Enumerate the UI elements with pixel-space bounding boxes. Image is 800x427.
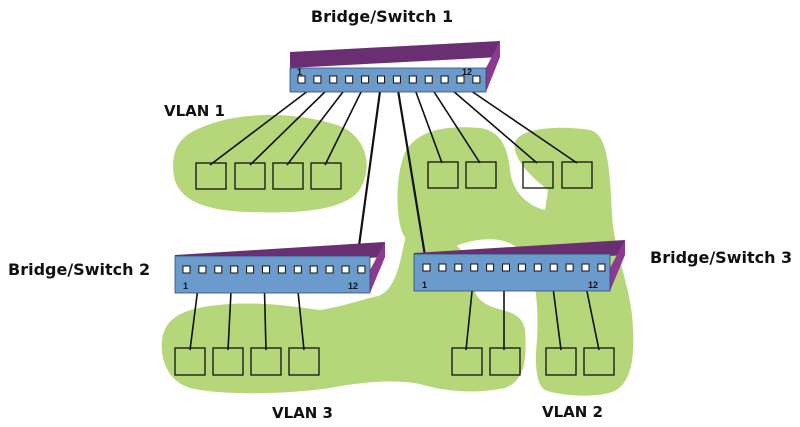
- switch1-port-2: [313, 75, 322, 84]
- switch2-front: [174, 255, 371, 294]
- switch2-port-4: [230, 265, 239, 274]
- host-vlan2-s3-1: [545, 347, 577, 376]
- switch1-port-first-label: 1: [297, 67, 302, 77]
- switch3-ports: [422, 263, 606, 272]
- switch2-port-5: [246, 265, 255, 274]
- switch2-port-8: [293, 265, 302, 274]
- switch1-port-7: [392, 75, 401, 84]
- switch3-port-9: [549, 263, 558, 272]
- switch2-port-1: [182, 265, 191, 274]
- host-vlan2-s1-4: [561, 161, 593, 189]
- vlan1-label: VLAN 1: [164, 102, 225, 120]
- switch3-port-10: [565, 263, 574, 272]
- switch2-port-2: [198, 265, 207, 274]
- wire-s1p8-host5: [412, 83, 443, 164]
- bridge-switch-3: 1 12: [413, 240, 625, 292]
- host-vlan3-s2-3: [250, 347, 282, 376]
- switch1-port-3: [329, 75, 338, 84]
- switch2-side: [370, 242, 385, 293]
- bridge-switch-1: 1 12: [289, 41, 500, 93]
- host-vlan3-s3-1: [451, 347, 483, 376]
- host-vlan2-s1-1: [427, 161, 459, 189]
- switch3-port-8: [533, 263, 542, 272]
- switch3-port-6: [502, 263, 510, 272]
- switch1-port-11: [456, 75, 465, 84]
- trunk-s1-s3: [395, 83, 429, 269]
- switch3-port-11: [581, 263, 590, 272]
- host-vlan2-s1-2: [465, 161, 497, 189]
- switch2-port-6: [262, 265, 270, 274]
- host-vlan1-1: [195, 162, 227, 190]
- vlan2-label: VLAN 2: [542, 403, 603, 421]
- switch3-port-1: [422, 263, 431, 272]
- switch3-port-first-label: 1: [422, 280, 427, 290]
- switch1-port-6: [377, 75, 385, 84]
- wire-s1p10-host7: [444, 83, 538, 164]
- switch2-port-12: [357, 265, 366, 274]
- switch1-port-12: [472, 75, 481, 84]
- switch3-port-2: [438, 263, 447, 272]
- hosts: [174, 161, 615, 376]
- switch2-ports: [182, 265, 366, 274]
- host-vlan2-s3-2: [583, 347, 615, 376]
- switch3-port-3: [454, 263, 463, 272]
- switch3-port-12: [597, 263, 606, 272]
- vlan1-area: [173, 115, 367, 213]
- switch3-port-5: [486, 263, 495, 272]
- host-vlan1-4: [310, 162, 342, 190]
- cabling: [189, 83, 600, 351]
- wire-s1p11-host8: [460, 83, 578, 164]
- switch2-port-3: [214, 265, 223, 274]
- switch1-title: Bridge/Switch 1: [311, 7, 453, 26]
- switch2-port-9: [309, 265, 318, 274]
- host-vlan1-3: [272, 162, 304, 190]
- vlan2-area: [397, 127, 634, 396]
- switch3-title: Bridge/Switch 3: [650, 248, 792, 267]
- switch1-port-10: [440, 75, 449, 84]
- labels: Bridge/Switch 1 Bridge/Switch 2 Bridge/S…: [8, 7, 792, 422]
- switch3-front: [413, 253, 611, 292]
- switch2-port-11: [341, 265, 350, 274]
- switch1-top: [290, 41, 500, 68]
- switch1-front: [289, 67, 487, 93]
- switch1-port-8: [408, 75, 417, 84]
- switch2-port-10: [325, 265, 334, 274]
- switch2-title: Bridge/Switch 2: [8, 260, 150, 279]
- wire-s1p4-host3: [286, 83, 350, 166]
- wire-s1p9-host6: [428, 83, 481, 164]
- switch2-port-last-label: 12: [348, 281, 358, 291]
- switch3-port-last-label: 12: [588, 280, 598, 290]
- wire-s1p2-host1: [209, 83, 318, 166]
- wire-s1p5-host4: [324, 83, 366, 166]
- vlan3-label: VLAN 3: [272, 404, 333, 422]
- host-vlan3-s2-2: [212, 347, 244, 376]
- switch1-port-4: [345, 75, 354, 84]
- host-vlan1-2: [234, 162, 266, 190]
- switch1-ports: [297, 75, 481, 84]
- switch3-side: [610, 240, 625, 291]
- switch3-port-7: [517, 263, 526, 272]
- bridge-switch-2: 1 12: [174, 242, 385, 294]
- switch2-port-7: [277, 265, 286, 274]
- switch1-port-1: [297, 75, 306, 84]
- wire-s1p3-host2: [249, 83, 334, 166]
- switch1-port-5: [361, 75, 370, 84]
- switch1-port-last-label: 12: [462, 67, 472, 77]
- host-vlan3-s3-2: [489, 347, 521, 376]
- switch1-side: [486, 41, 500, 92]
- switch3-port-4: [470, 263, 479, 272]
- switch2-port-first-label: 1: [183, 281, 188, 291]
- trunk-s1-s2: [354, 83, 383, 269]
- host-vlan3-s2-4: [288, 347, 320, 376]
- switch1-port-9: [424, 75, 433, 84]
- host-vlan2-s1-3: [522, 161, 554, 189]
- host-vlan3-s2-1: [174, 347, 206, 376]
